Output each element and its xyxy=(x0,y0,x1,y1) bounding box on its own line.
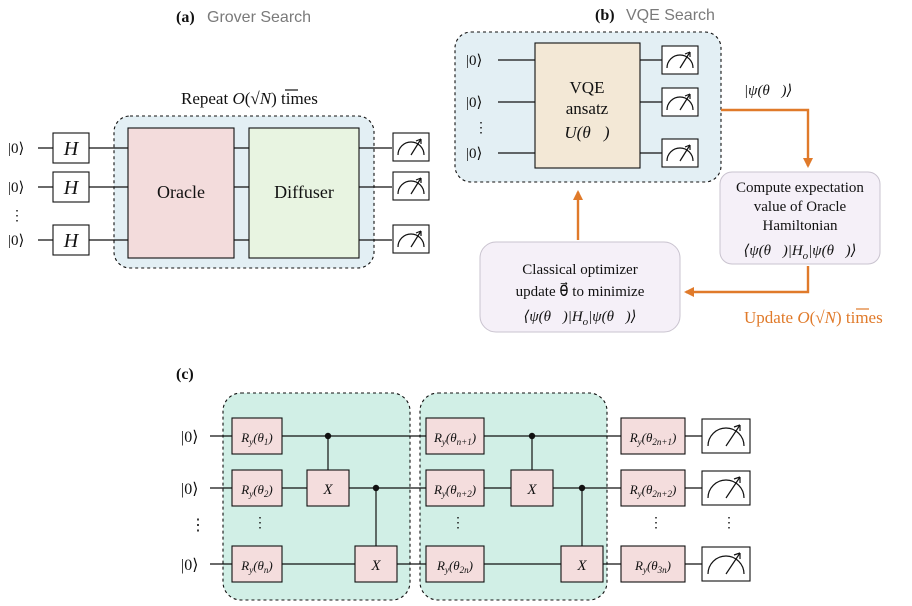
meter-icon xyxy=(661,87,699,117)
ry-gate xyxy=(620,417,686,455)
control-dot xyxy=(324,432,332,440)
ket-c-1: |0⟩ xyxy=(181,429,198,446)
ansatz-line3: U(θ⃗) xyxy=(564,123,610,142)
ry-gate xyxy=(425,469,485,507)
meter-icon xyxy=(661,138,699,168)
ry-gate-label: Ry(θn+1) xyxy=(433,430,476,447)
h-gate-3 xyxy=(52,224,90,256)
flow-arrow-to-compute xyxy=(721,108,813,168)
x-gate-label: X xyxy=(576,558,587,574)
panel-b: (b) VQE Search |0⟩ |0⟩ ⋮ |0⟩ VQE ansatz … xyxy=(454,7,883,333)
x-gate-label: X xyxy=(526,482,537,498)
compute-line2: value of Oracle xyxy=(754,199,847,215)
vdots-a: ⋮ xyxy=(10,209,24,224)
optimizer-line2: update θ⃗ to minimize xyxy=(516,281,645,300)
ry-gate xyxy=(425,545,485,583)
compute-line1: Compute expectation xyxy=(736,180,864,196)
ry-gate-label: Ry(θ2n) xyxy=(436,558,473,575)
x-gate xyxy=(354,545,398,583)
panel-a: (a) Grover Search Repeat O(√N) times |0⟩… xyxy=(8,9,430,269)
meter-icon xyxy=(701,418,751,454)
ry-gate-label: Ry(θn) xyxy=(240,558,273,575)
optimizer-line3: ⟨ψ(θ⃗)|Ho|ψ(θ⃗)⟩ xyxy=(524,309,637,328)
ry-gate xyxy=(620,469,686,507)
ry-gate xyxy=(425,417,485,455)
vdots-block2: ⋮ xyxy=(451,516,465,531)
diffuser-box xyxy=(248,127,360,259)
h-gate-1-label: H xyxy=(63,138,80,160)
optimizer-line1: Classical optimizer xyxy=(522,262,637,278)
h-gate-2-label: H xyxy=(63,177,80,199)
x-gate-label: X xyxy=(370,558,381,574)
vdots-final: ⋮ xyxy=(649,516,663,531)
panel-c: (c) |0⟩ |0⟩ ⋮ |0⟩ Ry(θ1) Ry(θ2) ⋮ Ry(θn)… xyxy=(176,366,751,601)
ry-gate xyxy=(231,469,283,507)
meter-icon xyxy=(392,171,430,201)
flow-arrow-to-optimizer xyxy=(684,266,810,297)
vdots-meters: ⋮ xyxy=(722,516,736,531)
ket-a-2: |0⟩ xyxy=(8,180,24,196)
ry-gate xyxy=(231,545,283,583)
optimizer-box xyxy=(479,241,681,333)
compute-line4: ⟨ψ(θ⃗)|Ho|ψ(θ⃗)⟩ xyxy=(744,243,857,262)
panel-b-title: VQE Search xyxy=(626,7,715,24)
compute-box xyxy=(719,171,881,265)
x-gate xyxy=(510,469,554,507)
control-dot xyxy=(578,484,586,492)
meter-icon xyxy=(661,45,699,75)
panel-a-title: Grover Search xyxy=(207,9,311,26)
ry-gate-label: Ry(θn+2) xyxy=(433,482,476,499)
ansatz-box xyxy=(534,42,641,169)
diffuser-label: Diffuser xyxy=(274,182,334,202)
oracle-label: Oracle xyxy=(157,182,205,202)
vdots-block1: ⋮ xyxy=(253,516,267,531)
meter-icon xyxy=(392,132,430,162)
h-gate-3-label: H xyxy=(63,230,80,252)
update-label: Update O(√N) times xyxy=(744,308,883,327)
ansatz-line2: ansatz xyxy=(566,99,609,118)
h-gate-1 xyxy=(52,132,90,164)
x-gate xyxy=(560,545,604,583)
repeat-label: Repeat O(√N) times xyxy=(181,89,318,108)
panel-b-label: (b) xyxy=(595,7,615,24)
vdots-c-left: ⋮ xyxy=(190,517,206,534)
ket-b-3: |0⟩ xyxy=(466,146,482,162)
ry-gate-label: Ry(θ2n+1) xyxy=(629,430,677,447)
ket-c-3: |0⟩ xyxy=(181,557,198,574)
ry-gate xyxy=(231,417,283,455)
control-dot xyxy=(528,432,536,440)
ket-b-2: |0⟩ xyxy=(466,95,482,111)
oracle-box xyxy=(127,127,235,259)
meter-icon xyxy=(701,546,751,582)
ry-gate-label: Ry(θ1) xyxy=(240,430,273,447)
ket-a-3: |0⟩ xyxy=(8,233,24,249)
compute-line3: Hamiltonian xyxy=(763,218,838,234)
ket-b-1: |0⟩ xyxy=(466,53,482,69)
ket-a-1: |0⟩ xyxy=(8,141,24,157)
ket-c-2: |0⟩ xyxy=(181,481,198,498)
ry-gate-label: Ry(θ2) xyxy=(240,482,273,499)
state-label: |ψ(θ⃗)⟩ xyxy=(744,83,792,99)
ry-gate-label: Ry(θ3n) xyxy=(634,558,671,575)
panel-a-label: (a) xyxy=(176,9,195,26)
h-gate-2 xyxy=(52,171,90,203)
ry-gate-label: Ry(θ2n+2) xyxy=(629,482,677,499)
x-gate xyxy=(306,469,350,507)
panel-c-label: (c) xyxy=(176,366,194,383)
control-dot xyxy=(372,484,380,492)
meter-icon xyxy=(701,470,751,506)
x-gate-label: X xyxy=(322,482,333,498)
ansatz-line1: VQE xyxy=(570,78,605,97)
meter-icon xyxy=(392,224,430,254)
vdots-b: ⋮ xyxy=(474,121,488,136)
ry-gate xyxy=(620,545,686,583)
